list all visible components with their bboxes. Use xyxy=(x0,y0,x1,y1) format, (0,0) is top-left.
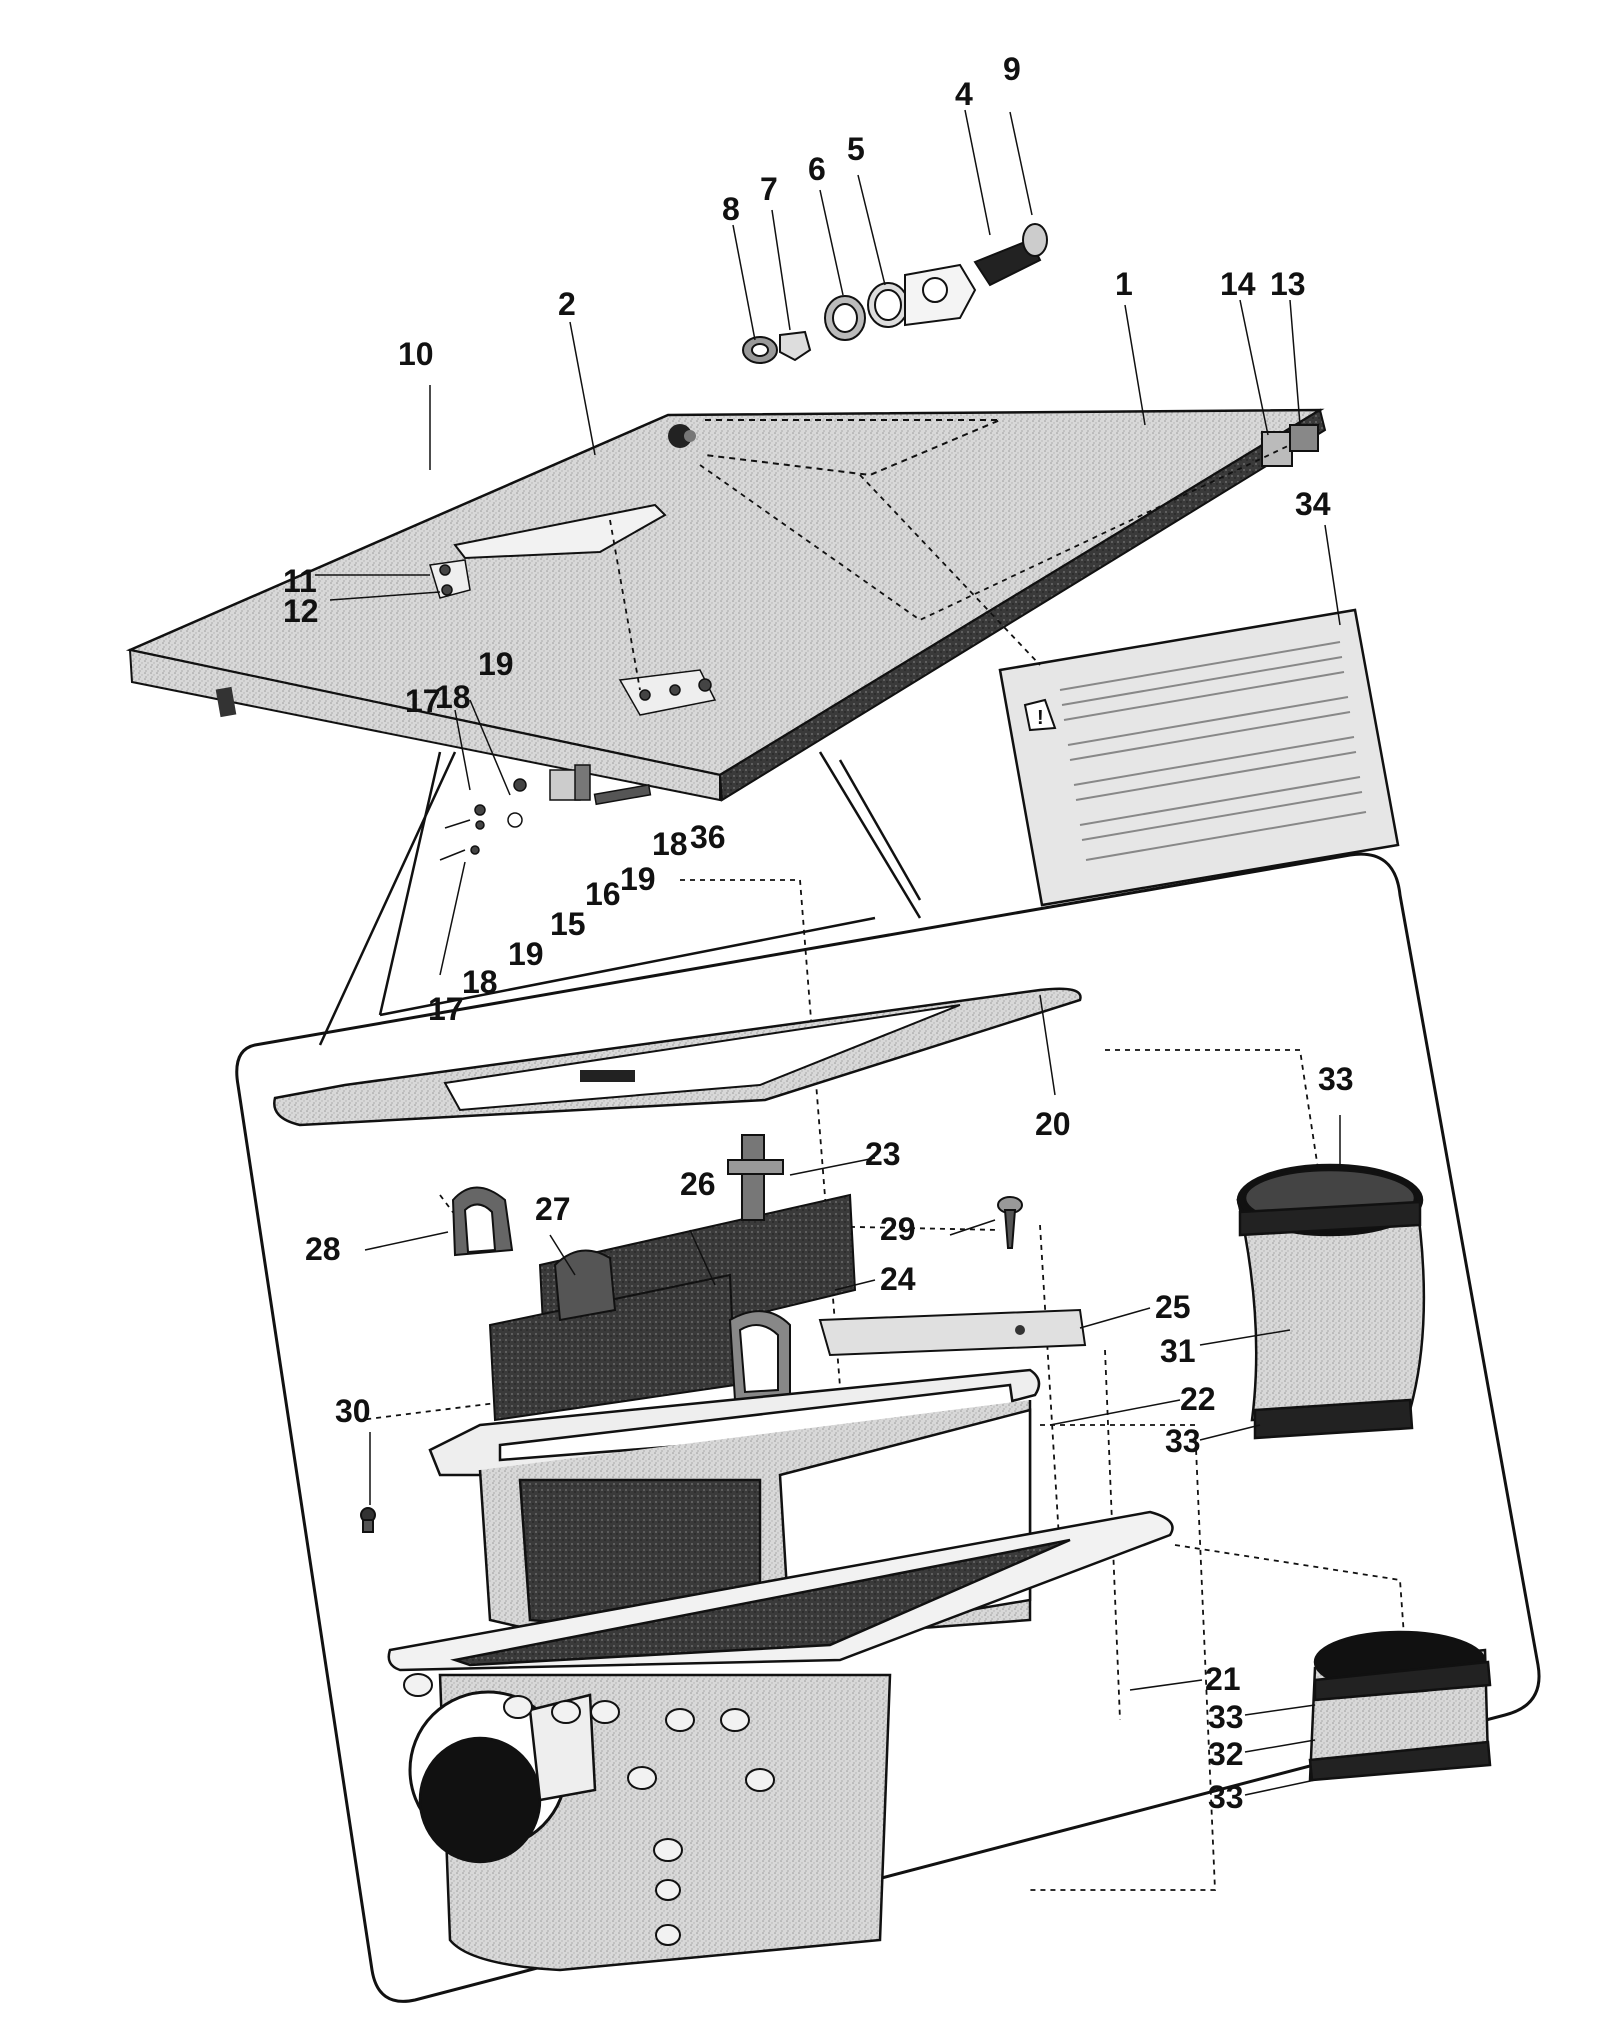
hinge-assembly xyxy=(1261,424,1319,467)
callout-18-low: 18 xyxy=(462,964,498,1000)
callout-33-d: 33 xyxy=(1208,1779,1244,1815)
callout-16: 16 xyxy=(585,876,621,912)
callout-29: 29 xyxy=(880,1211,916,1247)
screw-29 xyxy=(997,1196,1023,1249)
callout-32: 32 xyxy=(1208,1736,1244,1772)
callout-36: 36 xyxy=(690,819,726,855)
warning-label: ! xyxy=(998,608,1400,907)
latch-hardware xyxy=(429,559,717,861)
callout-19-low: 19 xyxy=(508,936,544,972)
callout-23: 23 xyxy=(865,1136,901,1172)
callout-14: 14 xyxy=(1220,266,1256,302)
callout-15: 15 xyxy=(550,906,586,942)
coupling-tube-large xyxy=(1236,1163,1426,1440)
callout-8: 8 xyxy=(722,191,740,227)
coupling-tube-small xyxy=(1308,1630,1492,1782)
callout-leaders xyxy=(315,109,1341,1796)
callout-27: 27 xyxy=(535,1191,571,1227)
callout-18-top: 18 xyxy=(435,679,471,715)
callout-4: 4 xyxy=(955,76,973,112)
base-tank xyxy=(387,1510,1174,1972)
callout-31: 31 xyxy=(1160,1333,1196,1369)
lock-assembly xyxy=(742,223,1048,364)
callout-33-c: 33 xyxy=(1208,1699,1244,1735)
callout-19-top: 19 xyxy=(478,646,514,682)
pipe-stubs xyxy=(403,1673,775,1946)
screw-30 xyxy=(360,1507,376,1533)
callout-20: 20 xyxy=(1035,1106,1071,1142)
callout-6: 6 xyxy=(808,151,826,187)
gasket-frame xyxy=(273,987,1082,1127)
callout-12: 12 xyxy=(283,593,319,629)
grate-rails xyxy=(488,1193,857,1422)
inset-frame xyxy=(235,852,1541,2003)
callout-2: 2 xyxy=(558,286,576,322)
callout-10: 10 xyxy=(398,336,434,372)
callout-11: 11 xyxy=(283,563,317,599)
callout-13: 13 xyxy=(1270,266,1306,302)
callout-21: 21 xyxy=(1205,1661,1241,1697)
callout-25: 25 xyxy=(1155,1289,1191,1325)
callout-9: 9 xyxy=(1003,51,1021,87)
callout-24: 24 xyxy=(880,1261,916,1297)
callout-5: 5 xyxy=(847,131,865,167)
callout-33-a: 33 xyxy=(1318,1061,1354,1097)
lid-panel xyxy=(125,408,1327,802)
inset-leader-lines xyxy=(318,751,922,1046)
callout-30: 30 xyxy=(335,1393,371,1429)
strip-bar xyxy=(818,1308,1087,1357)
callout-28: 28 xyxy=(305,1231,341,1267)
callout-7: 7 xyxy=(760,171,778,207)
callout-34: 34 xyxy=(1295,486,1331,522)
callout-26: 26 xyxy=(680,1166,716,1202)
callout-33-b: 33 xyxy=(1165,1423,1201,1459)
callout-numbers: 9 4 5 6 7 8 1 14 13 2 10 11 12 34 19 18 … xyxy=(283,51,1354,1815)
callout-18-mid: 18 xyxy=(652,826,688,862)
callout-17-top: 17 xyxy=(405,683,441,719)
svg-text:!: ! xyxy=(1037,707,1044,729)
callout-1: 1 xyxy=(1115,266,1133,302)
callout-19-mid: 19 xyxy=(620,861,656,897)
callout-22: 22 xyxy=(1180,1381,1216,1417)
connector-part xyxy=(727,1134,784,1221)
clip-part xyxy=(451,1186,514,1257)
callout-17-low: 17 xyxy=(428,991,464,1027)
